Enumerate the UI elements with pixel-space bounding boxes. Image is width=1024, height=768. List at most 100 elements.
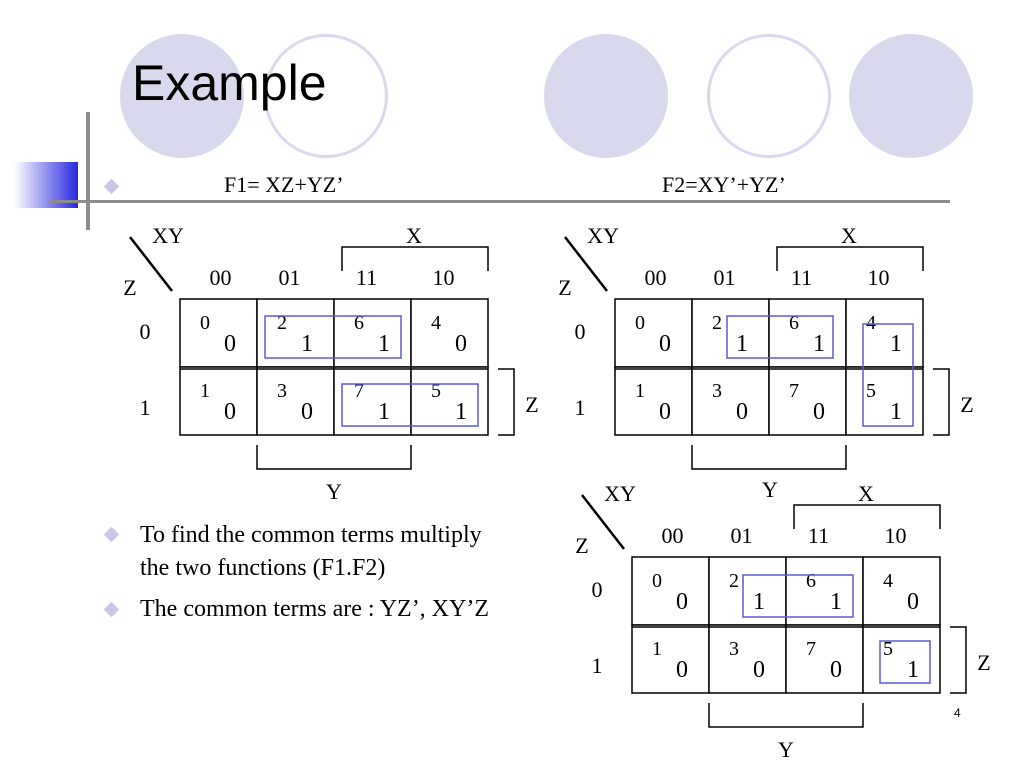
product-kmap-col-header: 11 bbox=[808, 523, 829, 548]
f1-kmap-cell-index: 6 bbox=[354, 312, 364, 334]
product-kmap-cell bbox=[631, 624, 710, 694]
f2-kmap-cell bbox=[768, 366, 847, 436]
f1-kmap-cell bbox=[256, 366, 335, 436]
f1-kmap-col-header: 10 bbox=[433, 265, 455, 290]
product-kmap-cell bbox=[785, 556, 864, 626]
product-kmap-cell bbox=[708, 624, 787, 694]
product-kmap-z-label: Z bbox=[575, 533, 588, 558]
f2-kmap-cell-value: 0 bbox=[659, 399, 671, 425]
product-kmap-row-header: 1 bbox=[592, 653, 603, 678]
f1-kmap-cell-index: 5 bbox=[431, 380, 441, 402]
f2-kmap-cell bbox=[845, 298, 924, 368]
f1-kmap-col-header: 00 bbox=[210, 265, 232, 290]
page-number: 4 bbox=[954, 706, 961, 720]
f2-kmap-group-box bbox=[726, 315, 834, 359]
product-kmap-xy-label: XY bbox=[604, 481, 636, 506]
product-kmap-z-bracket bbox=[950, 626, 967, 694]
f2-kmap-cell-value: 1 bbox=[813, 331, 825, 357]
f2-kmap-cell-value: 0 bbox=[736, 399, 748, 425]
decor-circle-5 bbox=[849, 34, 973, 158]
product-kmap-cell-index: 1 bbox=[652, 638, 662, 660]
product-kmap-group-box bbox=[879, 640, 931, 684]
product-kmap-y-bracket bbox=[708, 703, 864, 728]
f1-kmap-cell-value: 1 bbox=[378, 331, 390, 357]
f1-kmap-z-label: Z bbox=[123, 275, 136, 300]
f2-kmap-cell-index: 5 bbox=[866, 380, 876, 402]
product-kmap-cell-index: 3 bbox=[729, 638, 739, 660]
f1-kmap-cell bbox=[179, 366, 258, 436]
product-kmap-cell bbox=[785, 624, 864, 694]
decor-circle-4 bbox=[707, 34, 831, 158]
product-kmap-cell-index: 4 bbox=[883, 570, 893, 592]
decor-circle-1 bbox=[120, 34, 244, 158]
f2-kmap-cell-index: 1 bbox=[635, 380, 645, 402]
f2-kmap-cell bbox=[845, 366, 924, 436]
f2-kmap-cell-value: 1 bbox=[890, 399, 902, 425]
f1-kmap-cell bbox=[333, 366, 412, 436]
product-kmap-col-header: 01 bbox=[731, 523, 753, 548]
product-kmap-corner-diagonal bbox=[581, 494, 625, 550]
product-kmap-cell-index: 6 bbox=[806, 570, 816, 592]
f2-kmap-cell bbox=[614, 366, 693, 436]
f2-kmap-group-box bbox=[862, 323, 914, 427]
f1-kmap-cell-index: 4 bbox=[431, 312, 441, 334]
f2-kmap-col-header: 11 bbox=[791, 265, 812, 290]
f1-kmap-cell-value: 1 bbox=[378, 399, 390, 425]
product-kmap-x-bracket bbox=[793, 504, 941, 529]
product-kmap-cell-index: 7 bbox=[806, 638, 816, 660]
f2-kmap-row-header: 0 bbox=[575, 319, 586, 344]
f1-kmap-cell-value: 0 bbox=[224, 399, 236, 425]
f2-kmap-cell-index: 4 bbox=[866, 312, 876, 334]
f2-kmap-cell bbox=[614, 298, 693, 368]
f2-kmap-z-label: Z bbox=[558, 275, 571, 300]
f2-kmap-y-bracket bbox=[691, 445, 847, 470]
f1-kmap-cell-value: 0 bbox=[455, 331, 467, 357]
f2-kmap-col-header: 01 bbox=[714, 265, 736, 290]
product-kmap-cell bbox=[631, 556, 710, 626]
f1-kmap-cell-value: 1 bbox=[455, 399, 467, 425]
f2-kmap-xy-label: XY bbox=[587, 223, 619, 248]
f2-kmap-cell bbox=[691, 298, 770, 368]
product-kmap-group-box bbox=[742, 574, 854, 618]
f2-kmap-z-bracket bbox=[933, 368, 950, 436]
f2-kmap-cell-index: 6 bbox=[789, 312, 799, 334]
bullet-text-common-terms: The common terms are : YZ’, XY’Z bbox=[140, 596, 489, 622]
f1-kmap-group-box bbox=[264, 315, 402, 359]
f1-kmap-col-header: 11 bbox=[356, 265, 377, 290]
product-kmap-cell-value: 0 bbox=[907, 589, 919, 615]
f1-kmap-group-box bbox=[341, 383, 479, 427]
product-kmap-z-bracket-label: Z bbox=[977, 650, 990, 675]
f1-kmap-cell bbox=[256, 298, 335, 368]
f1-kmap-cell-index: 2 bbox=[277, 312, 287, 334]
bullet-text-line-1: To find the common terms multiply bbox=[140, 522, 482, 548]
f1-kmap-cell bbox=[333, 298, 412, 368]
product-kmap-col-header: 10 bbox=[885, 523, 907, 548]
f1-kmap-cell-index: 1 bbox=[200, 380, 210, 402]
f2-kmap-z-bracket-label: Z bbox=[960, 392, 973, 417]
product-kmap-cell-value: 0 bbox=[676, 657, 688, 683]
f1-kmap-row-header: 0 bbox=[140, 319, 151, 344]
product-kmap-x-label: X bbox=[858, 481, 874, 506]
product-kmap-cell-index: 0 bbox=[652, 570, 662, 592]
f2-kmap-cell-index: 7 bbox=[789, 380, 799, 402]
f2-kmap-cell-value: 0 bbox=[813, 399, 825, 425]
product-kmap-cell-value: 1 bbox=[830, 589, 842, 615]
product-kmap-cell bbox=[862, 624, 941, 694]
f1-kmap-cell-index: 0 bbox=[200, 312, 210, 334]
f1-kmap-z-bracket-label: Z bbox=[525, 392, 538, 417]
product-kmap-cell-value: 0 bbox=[753, 657, 765, 683]
f2-kmap-cell-value: 0 bbox=[659, 331, 671, 357]
f2-kmap-cell-index: 2 bbox=[712, 312, 722, 334]
product-kmap-cell-value: 0 bbox=[676, 589, 688, 615]
f2-kmap-col-header: 10 bbox=[868, 265, 890, 290]
f1-kmap-z-bracket bbox=[498, 368, 515, 436]
product-kmap-cell-value: 1 bbox=[753, 589, 765, 615]
product-kmap-col-header: 00 bbox=[662, 523, 684, 548]
f2-kmap-cell-value: 1 bbox=[890, 331, 902, 357]
f1-kmap-cell bbox=[410, 298, 489, 368]
f1-kmap-y-bracket bbox=[256, 445, 412, 470]
f1-kmap-cell-value: 0 bbox=[301, 399, 313, 425]
f1-kmap-cell-index: 3 bbox=[277, 380, 287, 402]
f2-kmap-x-label: X bbox=[841, 223, 857, 248]
